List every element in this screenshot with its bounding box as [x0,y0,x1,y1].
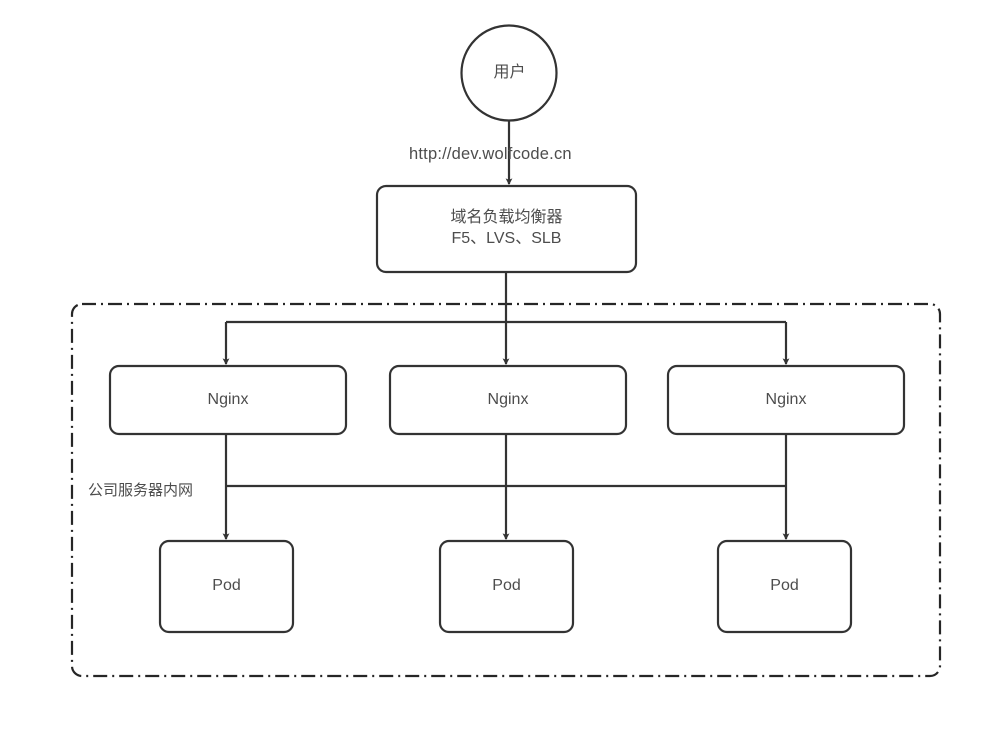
edge-label-user-to-lb: http://dev.wolfcode.cn [409,145,572,163]
nginx-node-shape-1 [108,364,348,436]
nginx-node-shape-3 [666,364,906,436]
pod-node-shape-3 [716,539,853,634]
load-balancer-node-shape [375,184,638,274]
user-node-shape [460,24,558,122]
pod-node-shape-2 [438,539,575,634]
nginx-node-shape-2 [388,364,628,436]
intranet-zone-label: 公司服务器内网 [88,482,194,499]
pod-node-shape-1 [158,539,295,634]
